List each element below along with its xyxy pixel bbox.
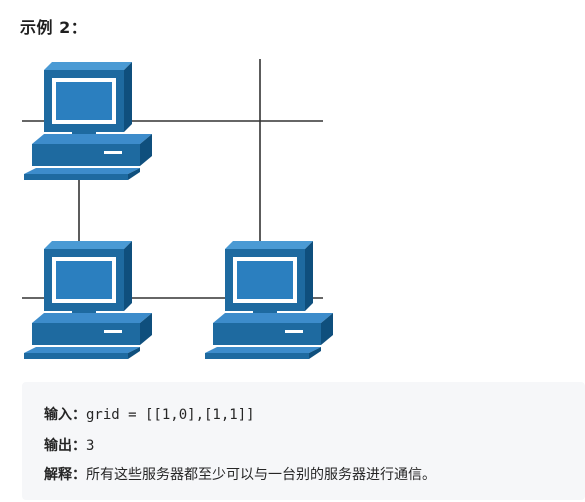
output-line: 输出：3 [44,435,94,455]
input-value: grid = [[1,0],[1,1]] [86,407,255,423]
explanation-line: 解释：所有这些服务器都至少可以与一台别的服务器进行通信。 [44,464,436,484]
example-heading: 示例 2： [20,18,88,37]
computer-icon [205,241,333,359]
input-label: 输入： [44,407,86,423]
explanation-value: 所有这些服务器都至少可以与一台别的服务器进行通信。 [86,467,436,483]
output-label: 输出： [44,438,86,454]
server-grid-figure [22,59,333,359]
input-line: 输入：grid = [[1,0],[1,1]] [44,404,255,424]
output-value: 3 [86,438,95,454]
computer-icon [24,241,152,359]
explanation-label: 解释： [44,467,86,483]
example-code-block: 输入：grid = [[1,0],[1,1]] 输出：3 解释：所有这些服务器都… [22,382,585,500]
